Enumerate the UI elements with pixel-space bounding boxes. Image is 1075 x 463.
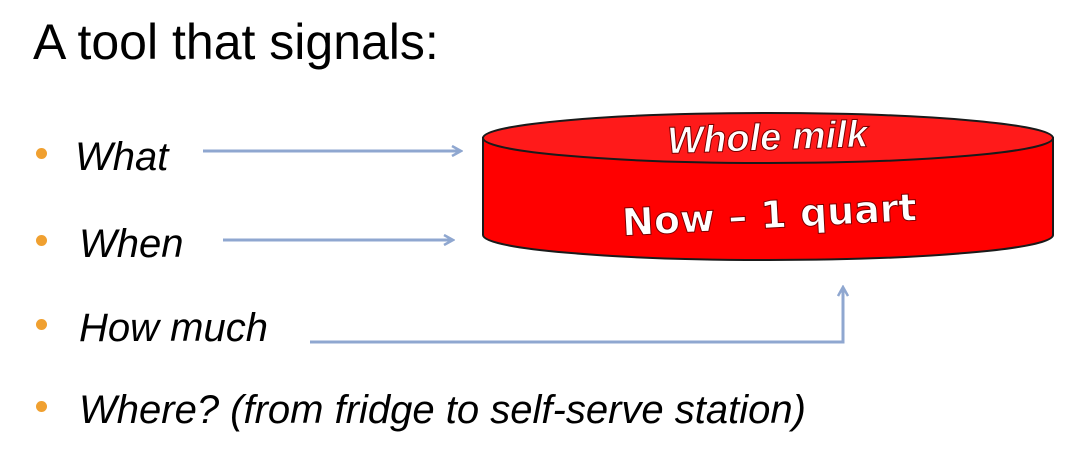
bullet-dot-icon [36, 234, 47, 246]
disk-top-label: Whole milk [667, 113, 871, 162]
bullet-dot-icon [36, 147, 47, 159]
bullet-label: When [79, 222, 184, 266]
bullet-where: Where? (from fridge to self-serve statio… [36, 390, 806, 430]
arrow-how-much [310, 288, 843, 344]
disk-side [482, 137, 1054, 261]
signal-disk: Whole milk Now – 1 quart [482, 112, 1054, 261]
bullet-label: What [75, 135, 169, 179]
bullet-what: What [36, 137, 168, 177]
bullet-dot-icon [36, 318, 47, 330]
bullet-label: Where? (from fridge to self-serve statio… [79, 388, 806, 432]
bullet-when: When [36, 224, 184, 264]
disk-top [482, 112, 1054, 164]
bullet-dot-icon [36, 400, 47, 412]
bullet-label: How much [79, 306, 268, 350]
slide-title: A tool that signals: [33, 14, 439, 70]
bullet-how-much: How much [36, 308, 268, 348]
